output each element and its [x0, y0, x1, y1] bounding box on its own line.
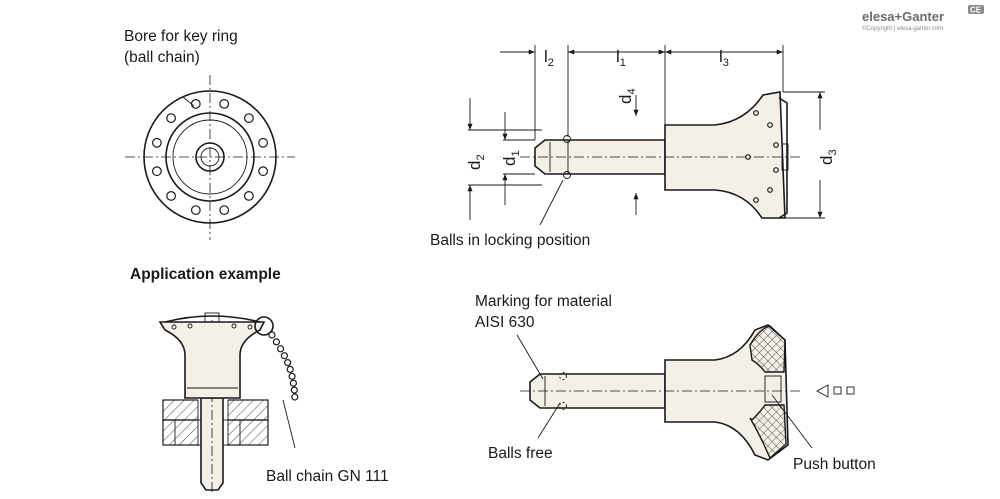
- chain-bead: [288, 372, 296, 380]
- front-hole: [166, 113, 177, 123]
- side-hole: [767, 187, 773, 193]
- side-view: l2 l1 l3 d4 d2 d1 d3: [465, 45, 839, 226]
- dim-l3: l3: [719, 47, 729, 69]
- front-hole: [151, 166, 162, 177]
- side-view-holes: [745, 110, 779, 203]
- brand-logo: elesa+Ganter ©Copyright | elesa-ganter.c…: [862, 5, 984, 32]
- label-ball-chain: Ball chain GN 111: [266, 468, 389, 485]
- dim-d1: d1: [500, 150, 522, 166]
- side-hole: [773, 167, 779, 173]
- label-marking-line1: Marking for material: [475, 293, 612, 310]
- front-hole: [243, 113, 254, 123]
- front-hole: [190, 98, 201, 109]
- front-view: [125, 75, 295, 240]
- brand-copyright: ©Copyright | elesa-ganter.com: [862, 25, 943, 32]
- chain-bead: [290, 386, 298, 394]
- application-example-drawing: [158, 312, 299, 495]
- label-bore-line1: Bore for key ring: [124, 28, 238, 45]
- ce-mark-text: CE: [970, 6, 982, 15]
- side-hole: [753, 110, 759, 116]
- dim-d2: d2: [465, 154, 487, 170]
- side-hole: [753, 197, 759, 203]
- chain-bead: [289, 379, 297, 387]
- dim-d3: d3: [817, 149, 839, 165]
- front-hole: [190, 205, 201, 216]
- chain-bead: [280, 352, 288, 360]
- chain-bead: [284, 359, 292, 367]
- chain-bead: [291, 393, 299, 401]
- label-balls-locking: Balls in locking position: [430, 232, 590, 249]
- front-hole: [258, 166, 269, 177]
- front-hole: [258, 137, 269, 148]
- dim-l2: l2: [544, 47, 554, 69]
- label-push-button: Push button: [793, 456, 876, 473]
- dim-l1: l1: [616, 47, 626, 69]
- label-application-example: Application example: [130, 266, 281, 283]
- chain-bead: [268, 331, 276, 339]
- front-view-holes: [151, 98, 269, 216]
- label-balls-free: Balls free: [488, 445, 553, 462]
- chain-bead: [277, 345, 285, 353]
- ball-chain-beads: [268, 331, 299, 401]
- front-hole: [243, 190, 254, 201]
- front-hole: [151, 137, 162, 148]
- chain-bead: [272, 338, 280, 346]
- side-hole: [773, 142, 779, 148]
- front-hole: [219, 205, 230, 216]
- side-hole: [767, 122, 773, 128]
- section-view: [516, 324, 855, 461]
- label-marking-line2: AISI 630: [475, 314, 535, 331]
- front-hole: [219, 98, 230, 109]
- ce-mark-badge: [968, 5, 984, 14]
- label-bore-line2: (ball chain): [124, 49, 200, 66]
- brand-name: elesa+Ganter: [862, 9, 944, 24]
- chain-bead: [286, 365, 294, 373]
- front-hole: [166, 190, 177, 201]
- dim-d4: d4: [616, 88, 638, 104]
